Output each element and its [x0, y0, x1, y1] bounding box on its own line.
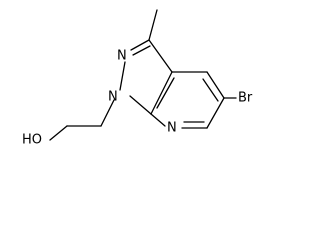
- bond-n1-n2: [119, 61, 126, 91]
- bond-c4-c5: [206, 71, 225, 99]
- bond-n1-ch2: [100, 99, 115, 127]
- bond-n7-c7a: [150, 113, 166, 127]
- atom-label-n1: N: [108, 90, 118, 105]
- bond-n2-c3: [130, 39, 150, 51]
- bond-c7a-c3a-inner: [156, 77, 175, 109]
- structure-drawing: N N N Br HO: [22, 9, 253, 148]
- atom-label-br: Br: [238, 91, 253, 106]
- bond-n1-c7a: [129, 95, 152, 115]
- atom-labels: N N N Br HO: [22, 49, 253, 148]
- atom-label-oh: HO: [22, 133, 42, 148]
- atom-label-n7: N: [167, 121, 177, 136]
- atom-label-n2: N: [117, 49, 127, 64]
- bond-c3-c3a: [148, 39, 173, 73]
- bond-n2-c3-double: [132, 45, 151, 56]
- bond-c3-methyl: [148, 9, 158, 41]
- bond-c5-c6: [206, 97, 225, 129]
- bonds: [49, 9, 237, 141]
- bond-c4-c5-double: [202, 78, 219, 102]
- bond-ch2-oh: [49, 125, 68, 141]
- molecule-diagram: N N N Br HO: [22, 9, 253, 148]
- bond-c7a-c3a: [150, 71, 173, 115]
